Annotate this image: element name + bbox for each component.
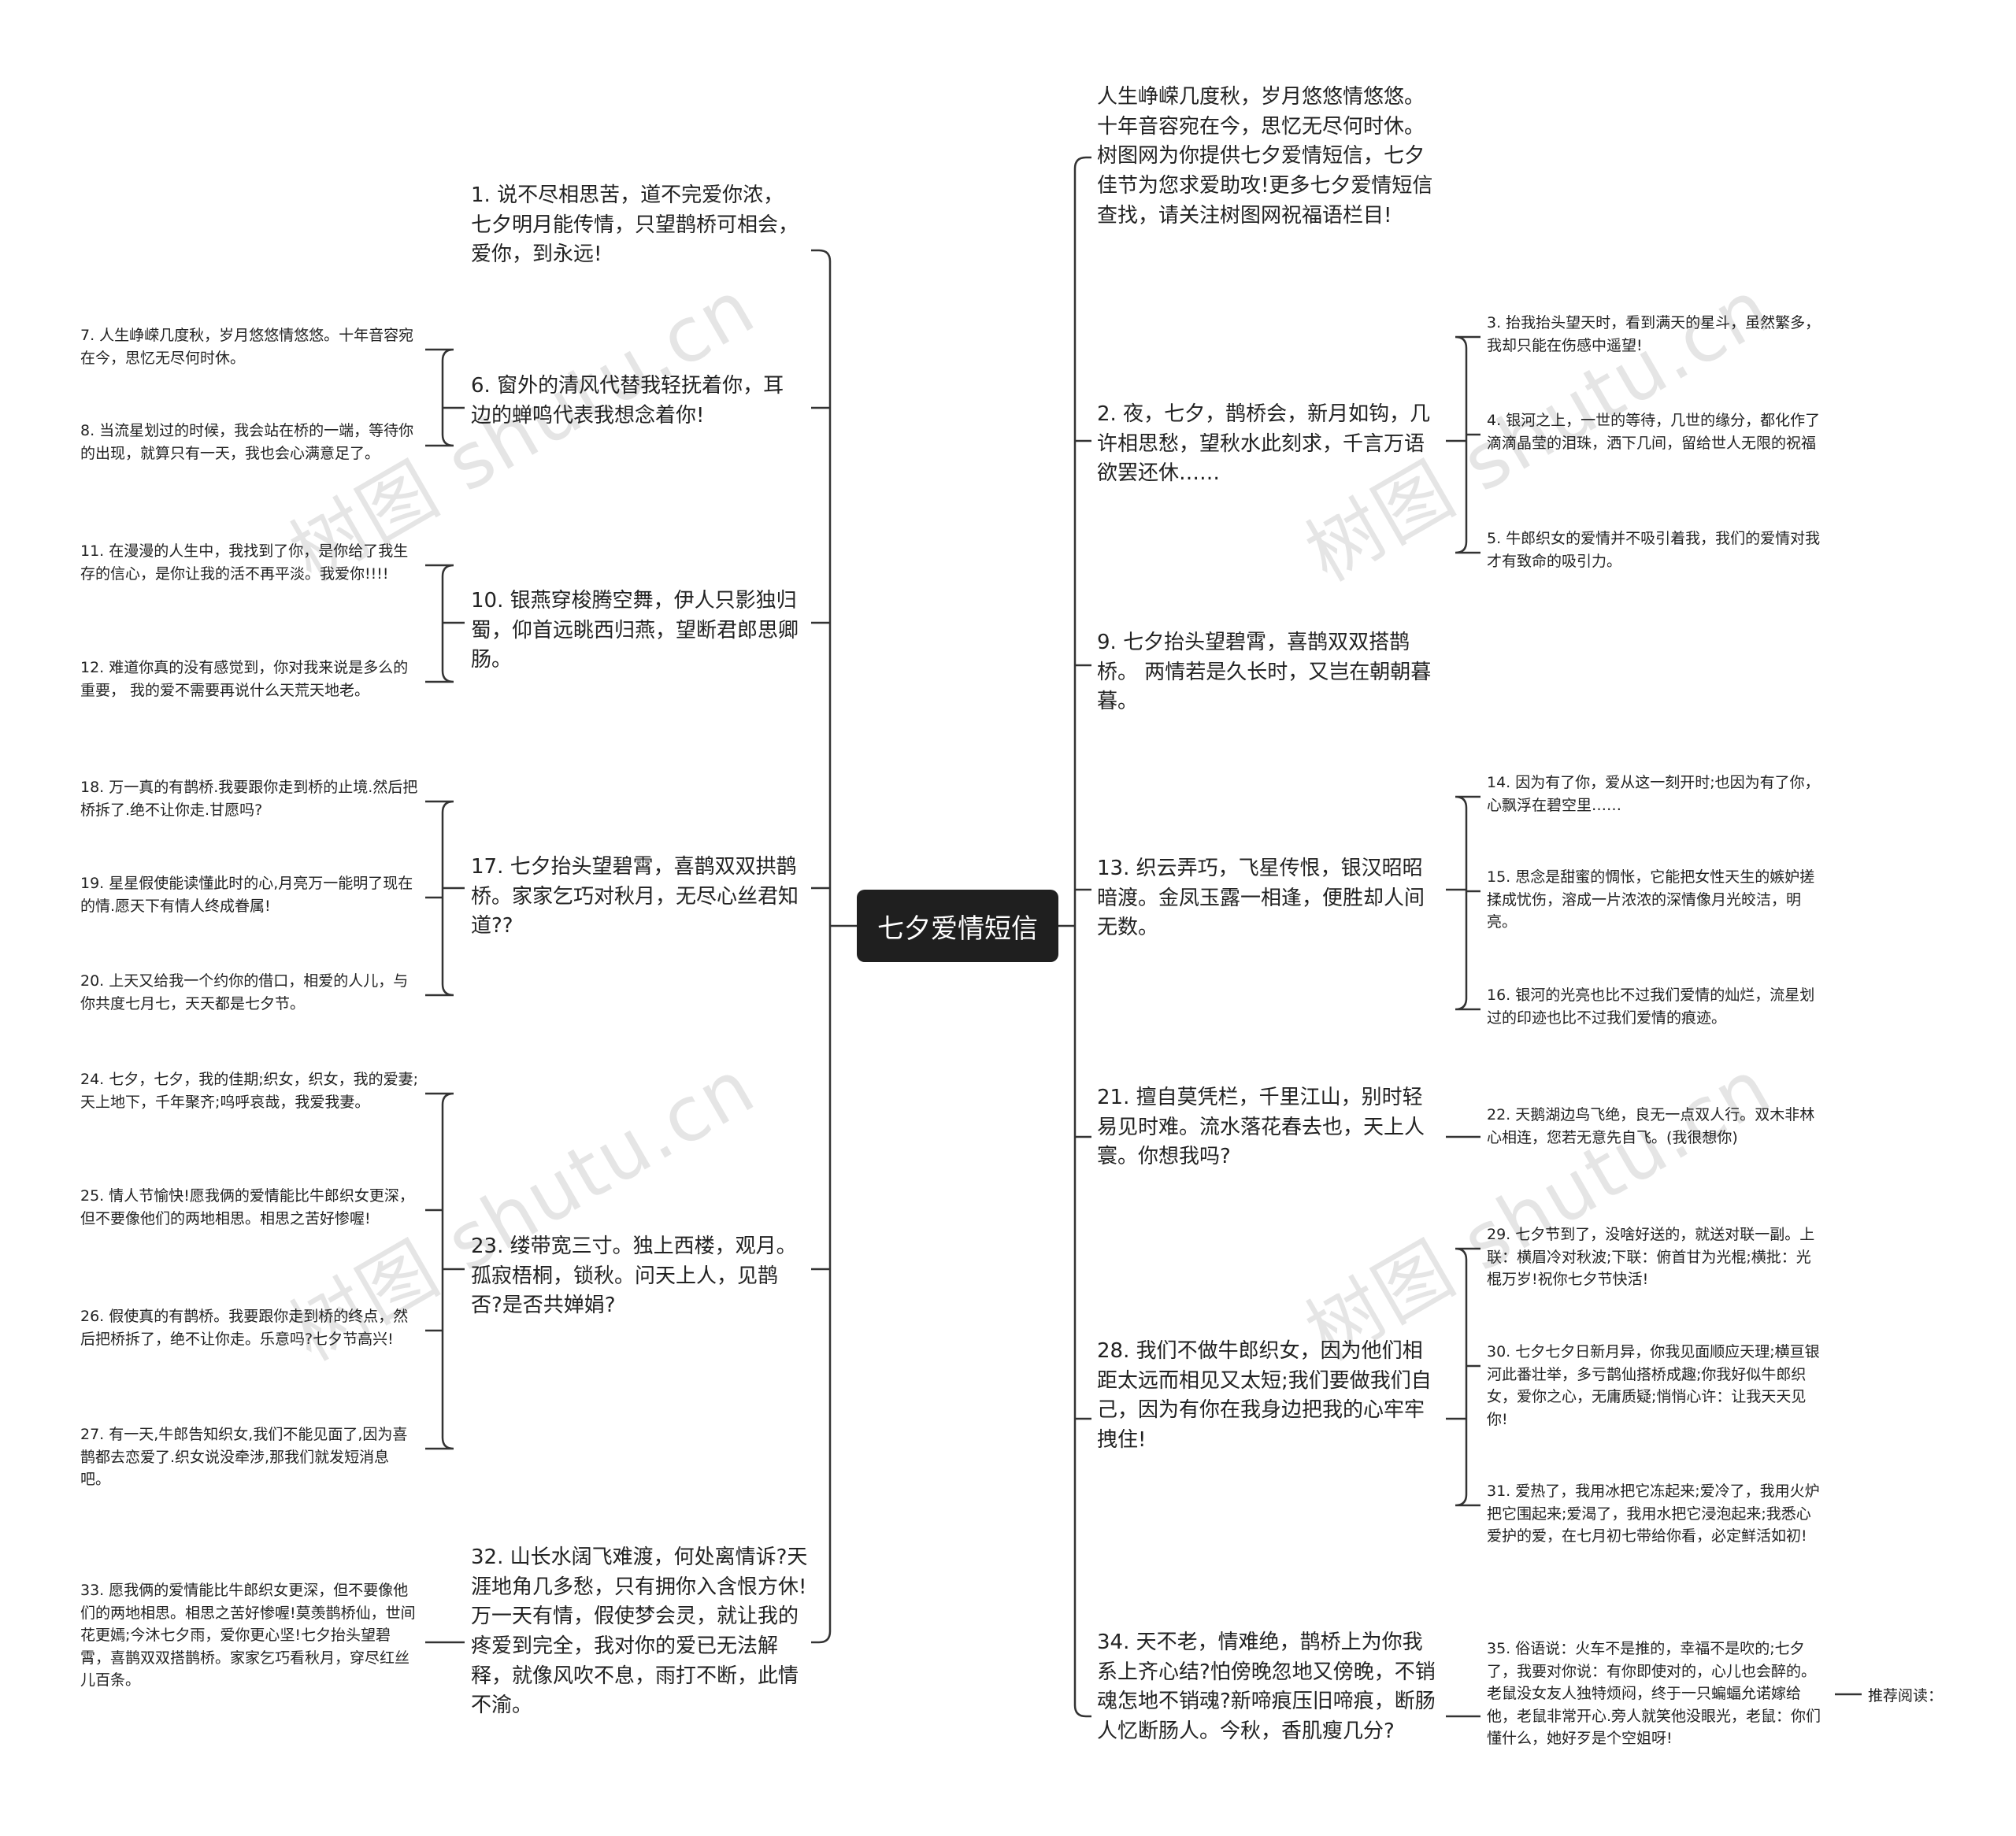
right-subtopic[interactable]: 16. 银河的光亮也比不过我们爱情的灿烂，流星划过的印迹也比不过我们爱情的痕迹。	[1487, 986, 1815, 1027]
right-topic[interactable]: 9. 七夕抬头望碧霄，喜鹊双双搭鹊桥。 两情若是久长时，又岂在朝朝暮暮。	[1097, 631, 1432, 714]
right-subtopic[interactable]: 29. 七夕节到了，没啥好送的，就送对联一副。上联：横眉冷对秋波;下联：俯首甘为…	[1487, 1226, 1815, 1288]
right-subtopic[interactable]: 35. 俗语说：火车不是推的，幸福不是吹的;七夕了，我要对你说：有你即使对的，心…	[1487, 1640, 1821, 1747]
left-subtopic[interactable]: 11. 在漫漫的人生中，我找到了你，是你给了我生存的信心，是你让我的活不再平淡。…	[80, 542, 409, 583]
left-subtopic[interactable]: 24. 七夕，七夕，我的佳期;织女，织女，我的爱妻;天上地下，千年聚齐;呜呼哀哉…	[80, 1071, 419, 1111]
left-topic[interactable]: 1. 说不尽相思苦，道不完爱你浓，七夕明月能传情，只望鹊桥可相会，爱你，到永远!	[471, 183, 799, 267]
left-topic[interactable]: 10. 银燕穿梭腾空舞，伊人只影独归蜀，仰首远眺西归燕，望断君郎思卿肠。	[471, 589, 799, 672]
right-subtopic[interactable]: 4. 银河之上，一世的等待，几世的缘分，都化作了滴滴晶莹的泪珠，洒下几间，留给世…	[1487, 412, 1821, 452]
right-topic[interactable]: 34. 天不老，情难绝，鹊桥上为你我系上齐心结?怕傍晚忽地又傍晚，不销魂怎地不销…	[1097, 1631, 1436, 1744]
right-subtopic[interactable]: 22. 天鹅湖边鸟飞绝，良无一点双人行。双木非林心相连，您若无意先自飞。(我很想…	[1487, 1106, 1815, 1146]
left-topic[interactable]: 17. 七夕抬头望碧霄，喜鹊双双拱鹊桥。家家乞巧对秋月，无尽心丝君知道??	[471, 855, 799, 938]
right-sub-28-branch	[1455, 1247, 1480, 1260]
right-sub-13-branch	[1455, 998, 1480, 1011]
right-topic[interactable]: 人生峥嵘几度秋，岁月悠悠情悠悠。十年音容宛在今，思忆无尽何时休。树图网为你提供七…	[1097, 85, 1433, 228]
left-sub-23-branch	[425, 1437, 454, 1450]
recommended-reading[interactable]: 推荐阅读：	[1868, 1687, 1944, 1705]
root-topic[interactable]: 七夕爱情短信	[857, 890, 1058, 962]
left-sub-10-branch	[425, 564, 454, 577]
left-subtopic[interactable]: 19. 星星假使能读懂此时的心,月亮万一能明了现在的情.愿天下有情人终成眷属!	[80, 875, 413, 915]
left-sub-10-branch	[425, 670, 454, 683]
right-sub-2-branch	[1455, 335, 1480, 349]
left-sub-6-branch	[425, 348, 454, 361]
right-subtopic[interactable]: 30. 七夕七夕日新月异，你我见面顺应天理;横亘银河此番壮举，多亏鹊仙搭桥成趣;…	[1487, 1343, 1820, 1428]
left-topic[interactable]: 6. 窗外的清风代替我轻抚着你，耳边的蝉鸣代表我想念着你!	[471, 374, 784, 428]
left-main-branch	[811, 1631, 832, 1644]
right-main-branch	[1073, 156, 1091, 169]
left-subtopic[interactable]: 7. 人生峥嵘几度秋，岁月悠悠情悠悠。十年音容宛在今，思忆无尽何时休。	[80, 327, 414, 367]
left-sub-6-branch	[425, 434, 454, 447]
left-sub-17-branch	[425, 983, 454, 997]
left-topic[interactable]: 32. 山长水阔飞难渡，何处离情诉?天涯地角几多愁，只有拥你入含恨方休!万一天有…	[471, 1545, 808, 1718]
right-subtopic[interactable]: 14. 因为有了你，爱从这一刻开时;也因为有了你，心飘浮在碧空里……	[1487, 774, 1820, 814]
left-subtopic[interactable]: 26. 假使真的有鹊桥。我要跟你走到桥的终点，然后把桥拆了，绝不让你走。乐意吗?…	[80, 1308, 409, 1348]
right-subtopic[interactable]: 15. 思念是甜蜜的惆怅，它能把女性天生的嫉妒搓揉成忧伤，溶成一片浓浓的深情像月…	[1487, 868, 1815, 931]
right-sub-13-branch	[1455, 795, 1480, 809]
right-topic[interactable]: 2. 夜，七夕，鹊桥会，新月如钩，几许相思愁，望秋水此刻求，千言万语欲罢还休……	[1097, 402, 1431, 486]
left-sub-17-branch	[425, 800, 454, 813]
right-subtopic[interactable]: 3. 抬我抬头望天时，看到满天的星斗，虽然繁多，我却只能在伤感中遥望!	[1487, 314, 1821, 354]
right-main-branch	[1073, 1705, 1091, 1718]
right-sub-28-branch	[1455, 1494, 1480, 1507]
right-sub-2-branch	[1455, 541, 1480, 554]
left-subtopic[interactable]: 25. 情人节愉快!愿我俩的爱情能比牛郎织女更深，但不要像他们的两地相思。相思之…	[80, 1187, 414, 1227]
right-subtopic[interactable]: 31. 爱热了，我用冰把它冻起来;爱冷了，我用火炉把它围起来;爱渴了，我用水把它…	[1487, 1482, 1820, 1545]
left-main-branch	[811, 249, 832, 262]
left-topic[interactable]: 23. 缕带宽三寸。独上西楼，观月。孤寂梧桐，锁秋。问天上人，见鹊否?是否共婵娟…	[471, 1234, 797, 1318]
right-topic[interactable]: 21. 擅自莫凭栏，千里江山，别时轻易见时难。流水落花春去也，天上人寰。你想我吗…	[1097, 1086, 1425, 1169]
left-subtopic[interactable]: 20. 上天又给我一个约你的借口，相爱的人儿，与你共度七月七，天天都是七夕节。	[80, 972, 409, 1012]
right-topic[interactable]: 28. 我们不做牛郎织女，因为他们相距太远而相见又太短;我们要做我们自己，因为有…	[1097, 1339, 1432, 1453]
left-subtopic[interactable]: 12. 难道你真的没有感觉到，你对我来说是多么的重要， 我的爱不需要再说什么天荒…	[80, 659, 409, 699]
left-subtopic[interactable]: 33. 愿我俩的爱情能比牛郎织女更深，但不要像他们的两地相思。相思之苦好惨喔!莫…	[80, 1582, 416, 1689]
left-subtopic[interactable]: 8. 当流星划过的时候，我会站在桥的一端，等待你的出现，就算只有一天，我也会心满…	[80, 422, 414, 462]
left-subtopic[interactable]: 27. 有一天,牛郎告知织女,我们不能见面了,因为喜鹊都去恋爱了.织女说没牵涉,…	[80, 1426, 408, 1488]
right-subtopic[interactable]: 5. 牛郎织女的爱情并不吸引着我，我们的爱情对我才有致命的吸引力。	[1487, 530, 1821, 570]
left-sub-23-branch	[425, 1092, 454, 1105]
left-subtopic[interactable]: 18. 万一真的有鹊桥.我要跟你走到桥的止境.然后把桥拆了.绝不让你走.甘愿吗?	[80, 779, 418, 819]
right-topic[interactable]: 13. 织云弄巧，飞星传恨，银汉昭昭暗渡。金凤玉露一相逢，便胜却人间无数。	[1097, 857, 1425, 940]
